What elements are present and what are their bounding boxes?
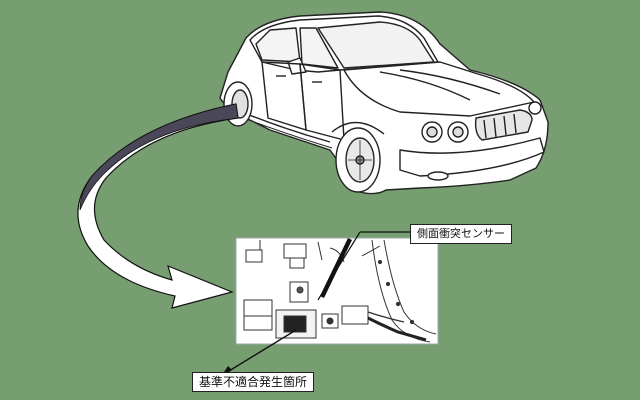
sensor-callout-label: 側面衝突センサー (410, 224, 512, 244)
curved-arrow-icon (77, 103, 239, 309)
defect-callout-label: 基準不適合発生箇所 (192, 372, 315, 392)
sensor-callout-leader (317, 231, 410, 301)
sensor-detail-icon (235, 237, 439, 345)
car-illustration-icon (219, 11, 549, 195)
